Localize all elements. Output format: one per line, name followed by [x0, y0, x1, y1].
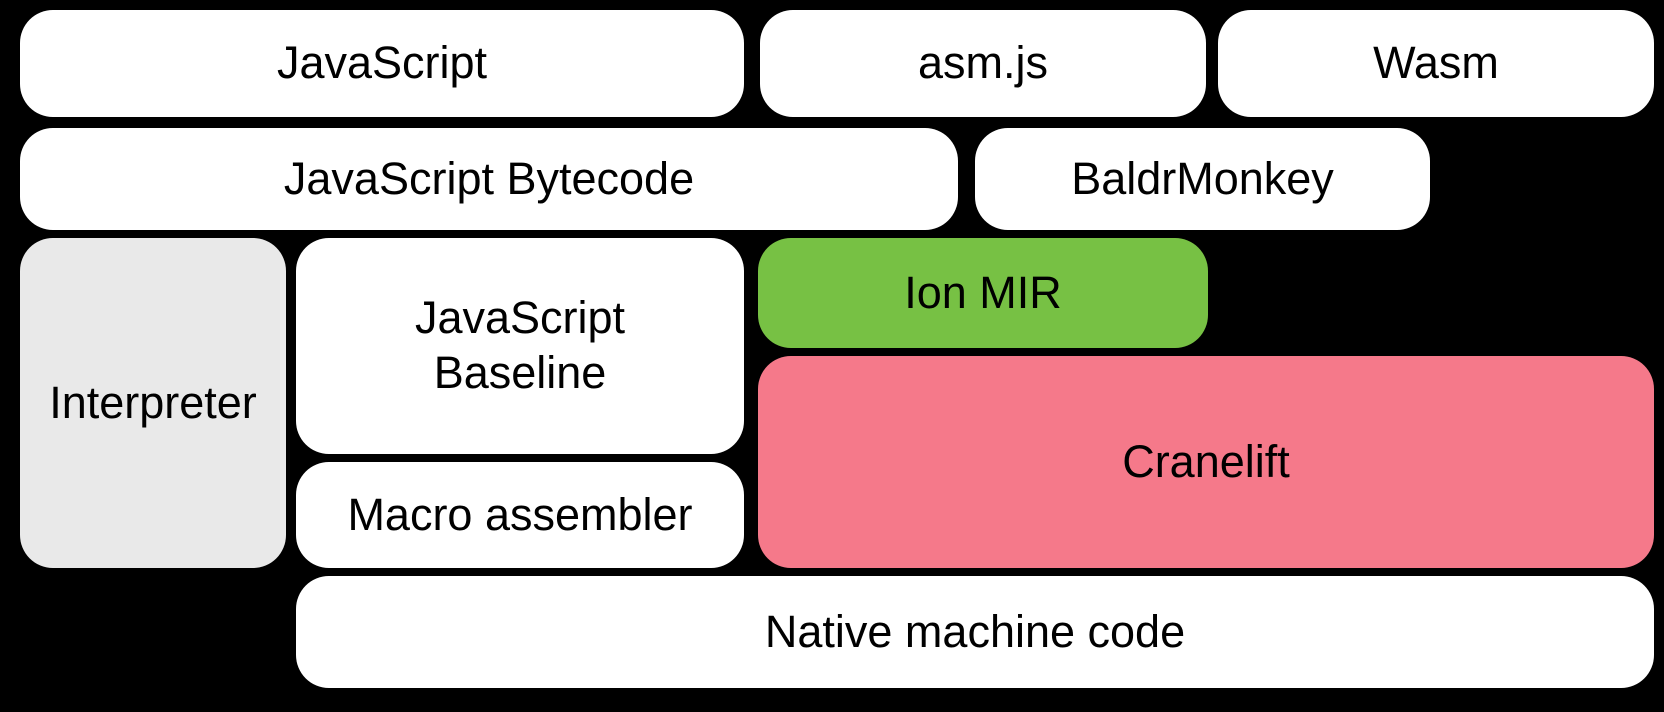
macro-assembler-label: Macro assembler [347, 488, 693, 540]
native-machine-code-box: Native machine code [296, 576, 1654, 688]
cranelift-box: Cranelift [758, 356, 1654, 568]
macro-assembler-box: Macro assembler [296, 462, 744, 568]
baldrmonkey-box: BaldrMonkey [975, 128, 1430, 230]
asmjs-box: asm.js [760, 10, 1206, 117]
javascript-bytecode-label: JavaScript Bytecode [283, 152, 695, 204]
interpreter-label: Interpreter [49, 376, 257, 428]
interpreter-box: Interpreter [20, 238, 286, 568]
javascript-baseline-label-line1: JavaScript [414, 292, 626, 344]
cranelift-label: Cranelift [1122, 435, 1290, 487]
javascript-box: JavaScript [20, 10, 744, 117]
baldrmonkey-label: BaldrMonkey [1071, 152, 1334, 204]
ion-mir-label: Ion MIR [904, 266, 1062, 318]
javascript-bytecode-box: JavaScript Bytecode [20, 128, 958, 230]
wasm-label: Wasm [1373, 37, 1499, 89]
javascript-baseline-box: JavaScript Baseline [296, 238, 744, 454]
asmjs-label: asm.js [917, 37, 1048, 89]
native-machine-code-label: Native machine code [764, 605, 1186, 657]
ion-mir-box: Ion MIR [758, 238, 1208, 348]
javascript-label: JavaScript [276, 37, 488, 89]
wasm-box: Wasm [1218, 10, 1654, 117]
javascript-baseline-label-line2: Baseline [433, 347, 607, 398]
